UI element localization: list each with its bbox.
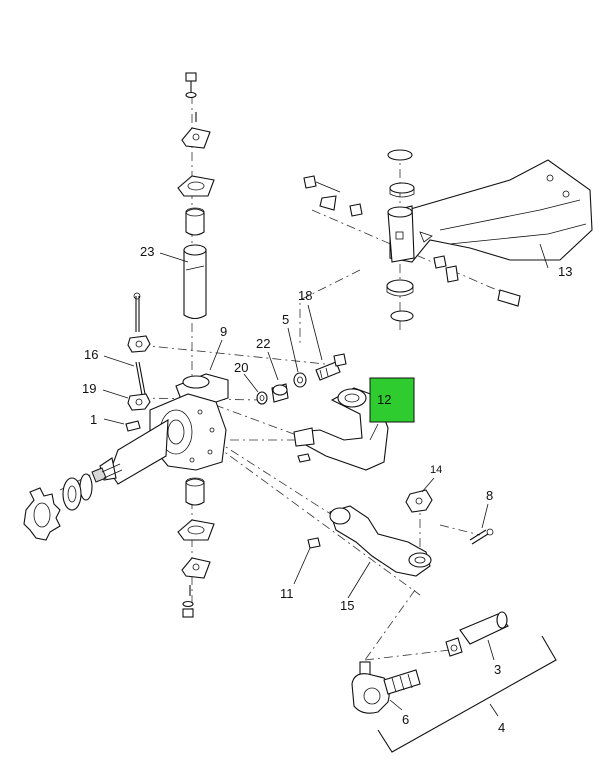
callout-4: 4 xyxy=(498,720,505,735)
king-pin-23 xyxy=(183,244,207,320)
gear-ring xyxy=(23,487,61,541)
callout-leaders xyxy=(102,243,549,717)
cotter-pin-left xyxy=(133,292,141,332)
callout-11: 11 xyxy=(280,586,294,601)
bolt-18 xyxy=(315,353,347,381)
key-small xyxy=(297,453,311,463)
axle-bolt-left xyxy=(303,175,363,217)
callout-12-highlight: 12 xyxy=(369,377,415,423)
callout-9: 9 xyxy=(220,324,227,339)
assembly-leader-lines xyxy=(59,95,521,661)
callout-3: 3 xyxy=(494,662,501,677)
upper-bushing xyxy=(185,207,205,236)
tie-rod-tube-3 xyxy=(445,611,509,657)
axle-bolt-right xyxy=(433,255,521,307)
callout-19: 19 xyxy=(82,381,96,396)
callout-23: 23 xyxy=(140,244,154,259)
callout-20: 20 xyxy=(234,360,248,375)
lower-cap xyxy=(181,557,211,596)
callout-15: 15 xyxy=(340,598,354,613)
callout-13: 13 xyxy=(558,264,572,279)
lower-bushing xyxy=(185,477,205,506)
lower-bolt xyxy=(182,600,194,618)
lower-gasket xyxy=(177,519,215,541)
callout-8: 8 xyxy=(486,488,493,503)
axle-washers-lower xyxy=(386,279,414,322)
pin-16 xyxy=(135,361,146,396)
callout-22: 22 xyxy=(256,336,270,351)
cotter-pin-8 xyxy=(469,528,494,545)
callout-1: 1 xyxy=(90,412,97,427)
callout-16: 16 xyxy=(84,347,98,362)
callout-14: 14 xyxy=(430,464,442,476)
nut-upper-left xyxy=(127,335,151,353)
upper-cap xyxy=(181,112,211,149)
tie-rod-end-6 xyxy=(351,661,421,714)
nut-19 xyxy=(127,393,151,411)
assembly-bracket-4 xyxy=(377,635,557,753)
spacer-22 xyxy=(271,383,289,403)
key-11 xyxy=(307,537,321,549)
callout-18: 18 xyxy=(298,288,312,303)
washer-20 xyxy=(256,391,268,405)
callout-12: 12 xyxy=(377,392,391,407)
pitman-arm-15 xyxy=(329,505,432,577)
castle-nut-14 xyxy=(405,489,433,513)
callout-5: 5 xyxy=(282,312,289,327)
callout-6: 6 xyxy=(402,712,409,727)
spindle-washers xyxy=(62,473,93,511)
upper-gasket xyxy=(177,175,215,197)
axle-beam-13 xyxy=(387,159,593,263)
key-1 xyxy=(125,420,141,432)
axle-washers-upper xyxy=(387,149,415,198)
steering-knuckle-9 xyxy=(91,373,229,485)
upper-bolt xyxy=(185,72,197,99)
washer-5 xyxy=(293,372,307,388)
